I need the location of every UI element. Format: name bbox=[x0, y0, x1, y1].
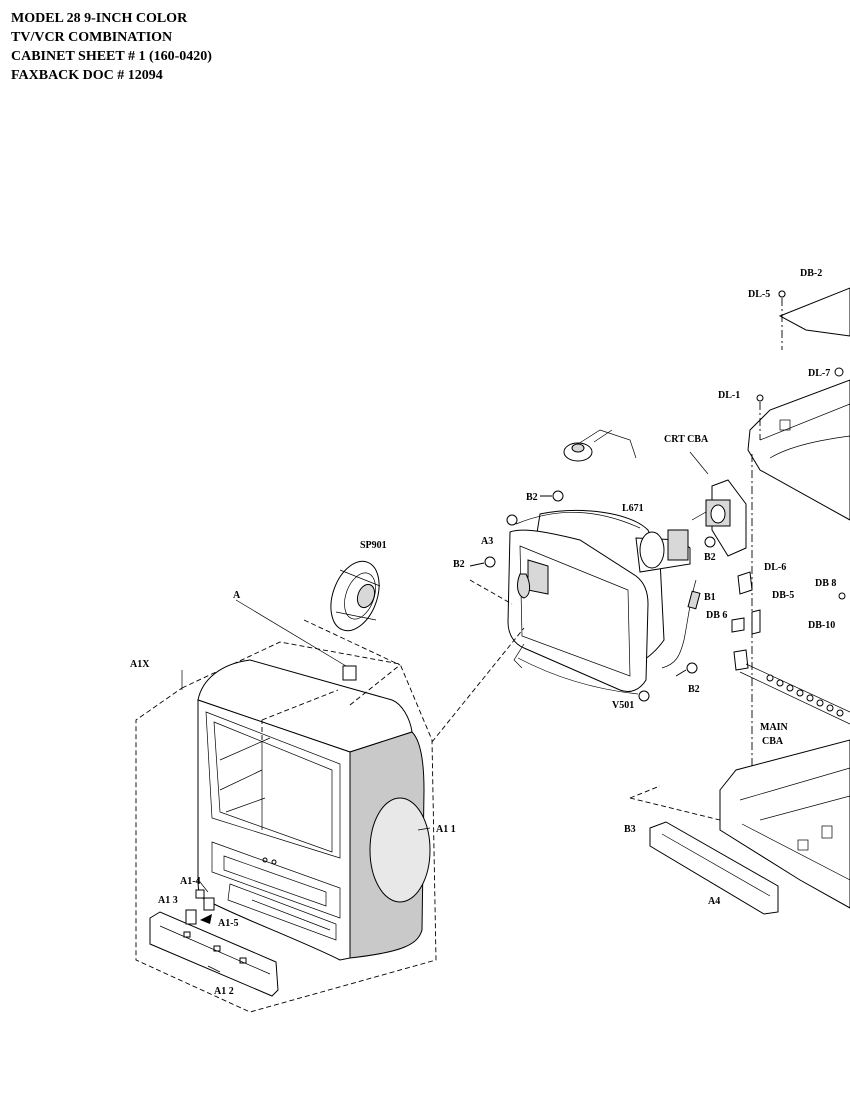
front-buttons bbox=[185, 889, 215, 925]
cabinet-assembly-boundary bbox=[135, 641, 437, 1013]
label-b3: B3 bbox=[624, 824, 636, 835]
label-a: A bbox=[233, 590, 241, 601]
label-l671: L671 bbox=[622, 503, 644, 514]
speaker-bracket bbox=[342, 665, 357, 681]
crt-picture-tube bbox=[506, 510, 691, 702]
label-main-cba-1: MAIN bbox=[760, 722, 789, 733]
screws bbox=[469, 290, 846, 677]
label-db6: DB 6 bbox=[706, 610, 727, 621]
label-b2-left: B2 bbox=[453, 559, 465, 570]
label-v501: V501 bbox=[612, 700, 634, 711]
label-dl7: DL-7 bbox=[808, 368, 830, 379]
label-a1x: A1X bbox=[130, 659, 150, 670]
label-db10: DB-10 bbox=[808, 620, 835, 631]
label-a1-2: A1 2 bbox=[214, 986, 234, 997]
vcr-chassis bbox=[649, 287, 850, 915]
label-main-cba-2: CBA bbox=[762, 736, 784, 747]
anode-cap bbox=[563, 429, 637, 462]
crt-cba-board bbox=[691, 479, 747, 557]
label-crt-cba: CRT CBA bbox=[664, 434, 709, 445]
label-dl1: DL-1 bbox=[718, 390, 740, 401]
label-b2-bottom: B2 bbox=[688, 684, 700, 695]
label-b1: B1 bbox=[704, 592, 716, 603]
label-a3: A3 bbox=[481, 536, 493, 547]
label-a1-5: A1-5 bbox=[218, 918, 239, 929]
ferrite-wire bbox=[661, 579, 701, 669]
front-bezel bbox=[149, 911, 279, 997]
label-b2-top: B2 bbox=[526, 492, 538, 503]
label-a1-1: A1 1 bbox=[436, 824, 456, 835]
speaker-sp901 bbox=[330, 560, 381, 632]
label-a1-3: A1 3 bbox=[158, 895, 178, 906]
label-a4: A4 bbox=[708, 896, 720, 907]
label-a1-4: A1-4 bbox=[180, 876, 201, 887]
label-dl5: DL-5 bbox=[748, 289, 770, 300]
label-b2-right: B2 bbox=[704, 552, 716, 563]
label-sp901: SP901 bbox=[360, 540, 387, 551]
header-product: TV/VCR COMBINATION bbox=[11, 30, 173, 45]
header-cabinet-sheet: CABINET SHEET # 1 (160-0420) bbox=[11, 49, 212, 64]
label-db2: DB-2 bbox=[800, 268, 822, 279]
assembly-guide-lines bbox=[181, 429, 721, 973]
label-db8: DB 8 bbox=[815, 578, 836, 589]
label-dl6: DL-6 bbox=[764, 562, 786, 573]
part-labels: DB-2 DL-5 DL-7 DL-1 CRT CBA B2 L671 A3 B… bbox=[130, 268, 836, 997]
header-faxback-doc: FAXBACK DOC # 12094 bbox=[11, 68, 163, 83]
header-model: MODEL 28 9-INCH COLOR bbox=[11, 11, 188, 26]
label-db5: DB-5 bbox=[772, 590, 794, 601]
document-header: MODEL 28 9-INCH COLOR TV/VCR COMBINATION… bbox=[11, 9, 212, 85]
front-cabinet bbox=[197, 659, 431, 961]
